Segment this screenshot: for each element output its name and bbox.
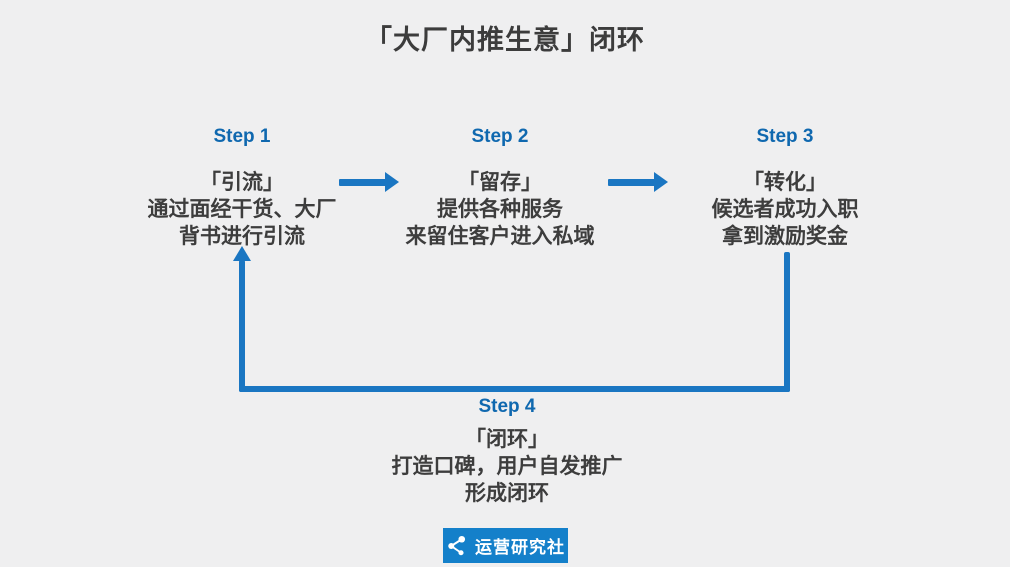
step4-label: Step 4 xyxy=(478,396,536,417)
step3-line: 拿到激励奖金 xyxy=(722,225,848,248)
step3-title: 「转化」 xyxy=(743,171,827,194)
loop-segment-left-vertical xyxy=(239,260,245,392)
step3-label: Step 3 xyxy=(756,126,814,147)
brand-logo: 运营研究社 xyxy=(443,528,568,563)
step3-line: 候选者成功入职 xyxy=(711,198,859,221)
step2-line: 来留住客户进入私域 xyxy=(405,225,595,248)
arrow-step1-to-step2-icon xyxy=(339,172,399,192)
loop-segment-bottom-horizontal xyxy=(239,386,790,392)
step1-line: 通过面经干货、大厂 xyxy=(147,198,337,221)
step2-body: 「留存」 提供各种服务 来留住客户进入私域 xyxy=(340,169,660,250)
arrow-shaft xyxy=(339,179,386,186)
step1-line: 背书进行引流 xyxy=(179,225,305,248)
arrow-head xyxy=(385,172,399,192)
step4-body: 「闭环」 打造口碑，用户自发推广 形成闭环 xyxy=(347,426,667,507)
step1-body: 「引流」 通过面经干货、大厂 背书进行引流 xyxy=(82,169,402,250)
step2-title: 「留存」 xyxy=(458,171,542,194)
loop-segment-right-vertical xyxy=(784,252,790,392)
step4-line: 打造口碑，用户自发推广 xyxy=(391,455,623,478)
loop-arrowhead-up-icon xyxy=(233,246,251,261)
step3-body: 「转化」 候选者成功入职 拿到激励奖金 xyxy=(625,169,945,250)
arrow-step2-to-step3-icon xyxy=(608,172,668,192)
step4-line: 形成闭环 xyxy=(465,482,549,505)
step1-label: Step 1 xyxy=(213,126,271,147)
step2-line: 提供各种服务 xyxy=(437,198,563,221)
step2-label: Step 2 xyxy=(471,126,529,147)
step4-title: 「闭环」 xyxy=(465,428,549,451)
share-nodes-icon xyxy=(448,535,466,555)
page-title: 「大厂内推生意」闭环 xyxy=(365,25,645,55)
arrow-shaft xyxy=(608,179,655,186)
arrow-head xyxy=(654,172,668,192)
brand-logo-text: 运营研究社 xyxy=(475,538,565,557)
step1-title: 「引流」 xyxy=(200,171,284,194)
